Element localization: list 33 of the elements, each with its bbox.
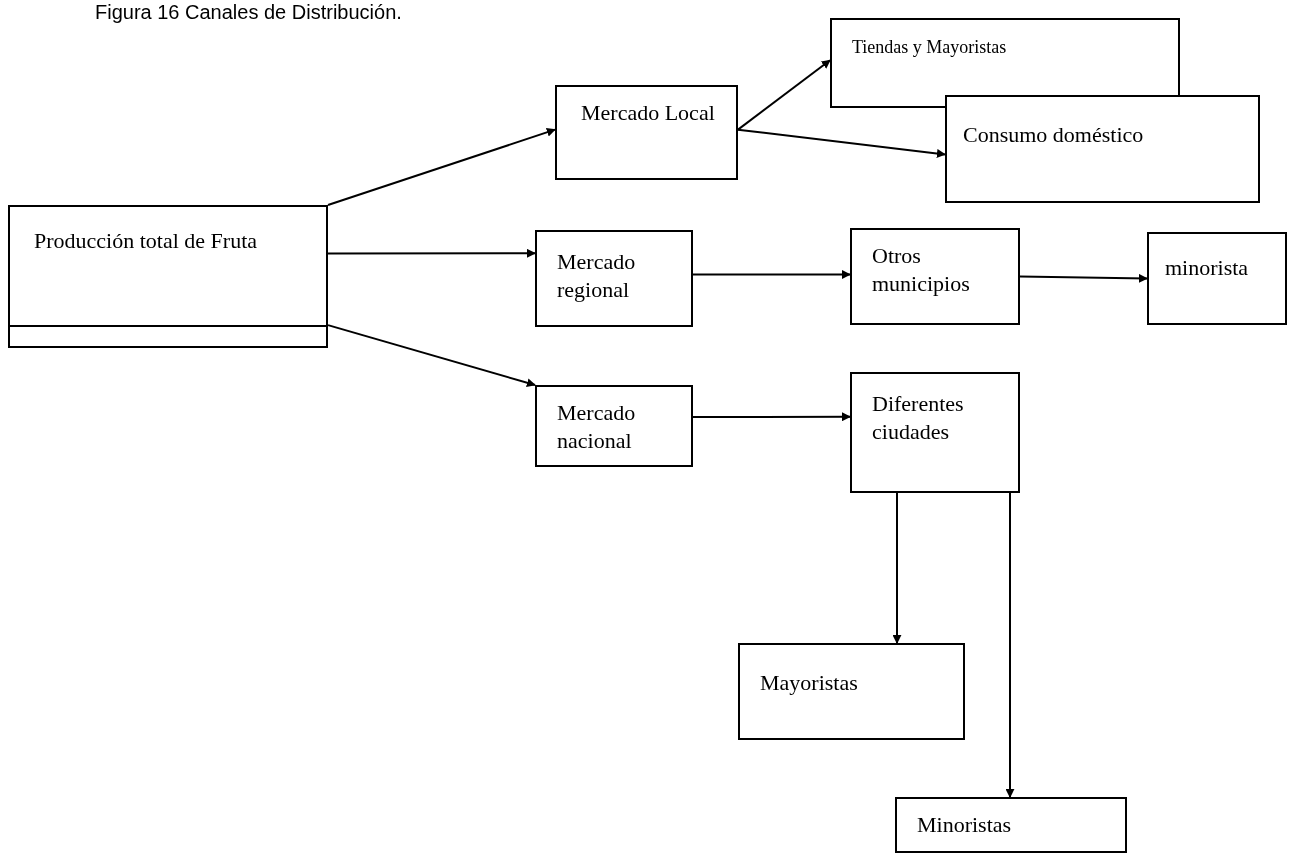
arrow [327,127,556,206]
arrow [737,128,946,158]
box-label: Tiendas y Mayoristas [851,36,1008,59]
arrow [327,248,536,258]
arrow [1005,492,1015,798]
arrow [327,324,536,388]
process-box [535,230,693,327]
box-label: Consumo doméstico [962,121,1145,149]
arrow [692,412,851,422]
box-label: Mercado nacional [556,399,637,454]
box-label: Mercado Local [580,99,716,127]
process-box [850,372,1020,493]
box-label: Diferentes ciudades [871,390,965,445]
box-label: Producción total de Fruta [33,227,258,255]
arrow [1019,273,1148,283]
box-label: Mayoristas [759,669,859,697]
process-box [535,385,693,467]
box-label: minorista [1164,254,1250,282]
process-box [945,95,1260,203]
process-box [830,18,1180,108]
box-label: Otros municipios [871,242,971,297]
box-label: Minoristas [916,811,1013,839]
process-box [8,205,328,348]
arrow [692,270,851,280]
figure-title: Figura 16 Canales de Distribución. [95,0,402,25]
box-label: Mercado regional [556,248,637,303]
arrow [892,492,902,644]
process-box [1147,232,1287,325]
process-box [895,797,1127,853]
process-box [738,643,965,740]
process-box [850,228,1020,325]
arrow [737,59,831,131]
process-box [555,85,738,180]
